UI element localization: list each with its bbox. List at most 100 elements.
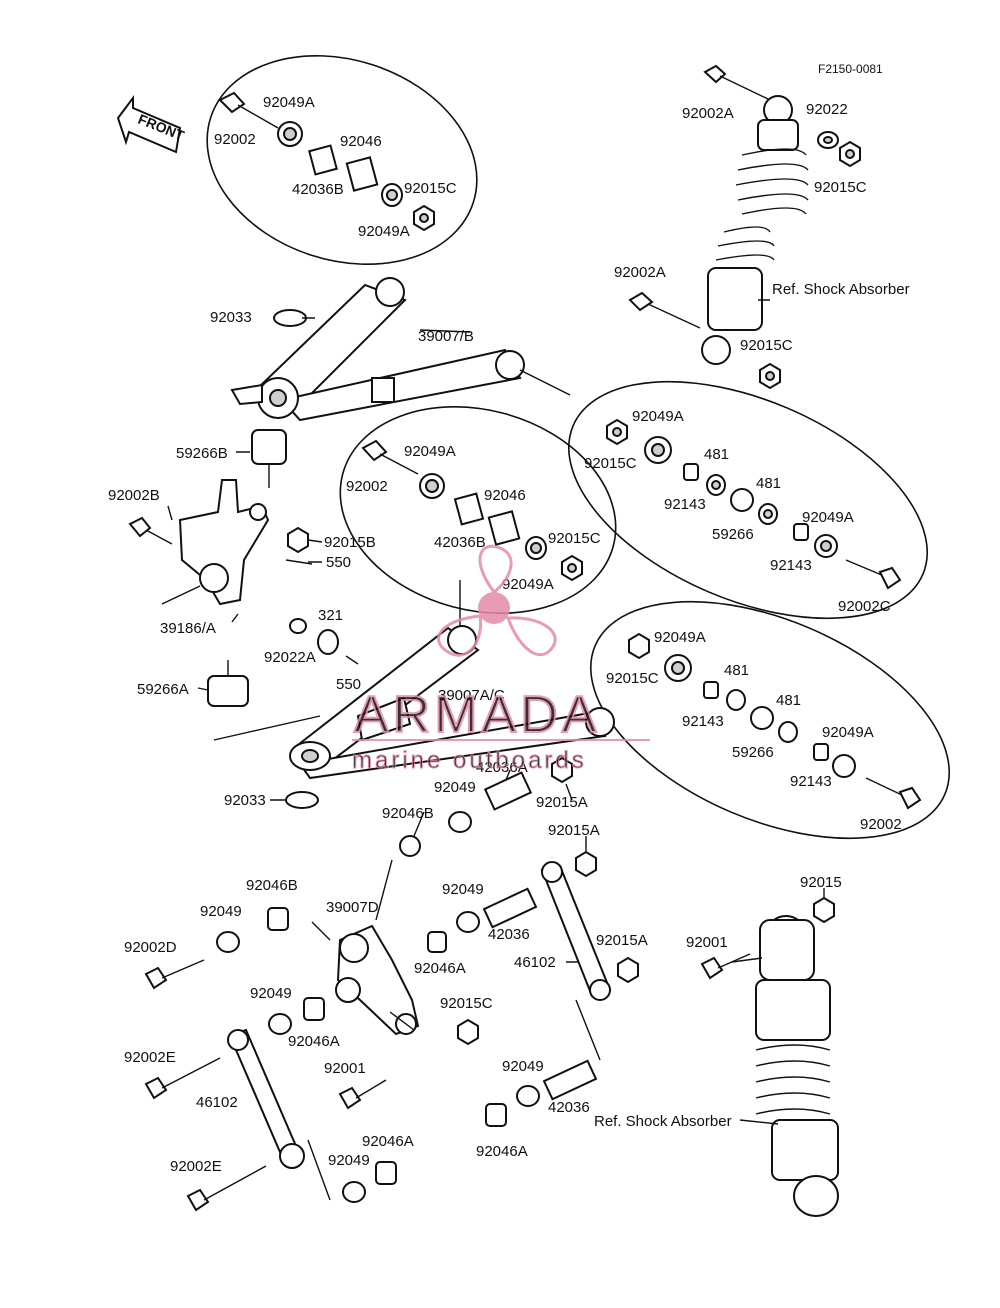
label-92015A: 92015A — [596, 932, 648, 949]
label-92002E: 92002E — [124, 1049, 176, 1066]
label-92049: 92049 — [200, 903, 242, 920]
label-92002: 92002 — [346, 478, 388, 495]
knuckle-39186A — [161, 479, 270, 606]
bushing-92049-4 — [268, 1013, 292, 1035]
label-92049: 92049 — [250, 985, 292, 1002]
nut-92015C-oval2 — [606, 418, 628, 446]
bolt-92002A-shock-bottom — [628, 291, 701, 329]
label-481: 481 — [724, 662, 749, 679]
nut-92015C-upper — [413, 204, 435, 232]
label-92049: 92049 — [442, 881, 484, 898]
label-92015C: 92015C — [440, 995, 493, 1012]
link-46102-right — [540, 861, 612, 1001]
label-42036A: 42036A — [476, 759, 528, 776]
nut-92015C-lower — [561, 554, 583, 582]
label-92002A: 92002A — [614, 264, 666, 281]
label-92015C: 92015C — [404, 180, 457, 197]
bolt-92002-oval4 — [865, 777, 922, 810]
bushing-59266-oval4 — [750, 706, 774, 730]
label-92143: 92143 — [682, 713, 724, 730]
label-92049A: 92049A — [502, 576, 554, 593]
collar-42036B-lower — [453, 492, 485, 526]
label-92002D: 92002D — [124, 939, 177, 956]
lower-a-arm-39007AC — [289, 625, 615, 780]
sleeve-92143-oval4-1 — [703, 681, 719, 699]
label-92049A: 92049A — [404, 443, 456, 460]
label-92015C: 92015C — [814, 179, 867, 196]
bushing-92049-5 — [516, 1085, 540, 1107]
bolt-92002A-shock-top — [703, 64, 771, 101]
sleeve-92046-upper — [345, 156, 379, 192]
label-92046B: 92046B — [246, 877, 298, 894]
ball-joint-59266B — [251, 429, 287, 488]
label-39007AC: 39007A/C — [438, 687, 505, 704]
sleeve-92046B-2 — [267, 907, 289, 931]
diagram-code: F2150-0081 — [818, 62, 883, 76]
collar-42036B-upper — [308, 144, 338, 176]
bolt-92001-lower — [338, 1079, 387, 1110]
nut-92015C-oval4 — [628, 632, 650, 660]
ball-joint-59266A — [207, 660, 249, 707]
bolt-92002B — [128, 516, 173, 545]
sleeve-92143-oval4-2 — [813, 743, 829, 761]
label-92015C: 92015C — [548, 530, 601, 547]
label-92002B: 92002B — [108, 487, 160, 504]
washer-92022 — [817, 131, 839, 149]
bolt-92002-upper — [218, 91, 279, 129]
seal-481-oval2-1 — [706, 474, 726, 496]
nut-92015C-shock-bottom — [759, 362, 781, 390]
label-321: 321 — [318, 607, 343, 624]
armada-watermark: ARMADA marine outboards — [352, 544, 650, 775]
label-92049A: 92049A — [802, 509, 854, 526]
collar-42036-1 — [482, 887, 538, 929]
sleeve-92046B-1 — [399, 835, 421, 857]
label-92049A: 92049A — [358, 223, 410, 240]
label-481: 481 — [704, 446, 729, 463]
lower-arm-bushing-oval-rear — [589, 600, 951, 840]
bushing-92049-1 — [448, 811, 472, 833]
nut-92015C-shock-top — [839, 140, 861, 168]
label-39007D: 39007D — [326, 899, 379, 916]
upper-arm-bushing-oval-front — [206, 54, 478, 266]
bushing-92049A-upper-2 — [381, 183, 403, 207]
bolt-92001-right — [700, 953, 751, 980]
label-92015B: 92015B — [324, 534, 376, 551]
sleeve-92046A-2 — [303, 997, 325, 1021]
label-92046A: 92046A — [362, 1133, 414, 1150]
label-92002: 92002 — [214, 131, 256, 148]
label-59266: 59266 — [732, 744, 774, 761]
label-92143: 92143 — [770, 557, 812, 574]
label-550: 550 — [326, 554, 351, 571]
bolt-92002E-upper — [144, 1057, 221, 1100]
label-92033: 92033 — [224, 792, 266, 809]
label-92143: 92143 — [790, 773, 832, 790]
label-59266: 59266 — [712, 526, 754, 543]
front-arrow-icon: FRONT — [116, 95, 187, 154]
label-92002: 92002 — [860, 816, 902, 833]
label-39186A: 39186/A — [160, 620, 216, 637]
label-92046: 92046 — [484, 487, 526, 504]
propeller-logo-icon — [437, 544, 557, 657]
label-ref-shock-absorber: Ref. Shock Absorber — [772, 281, 910, 298]
bolt-92002D — [144, 959, 205, 990]
label-92046A: 92046A — [476, 1143, 528, 1160]
sleeve-92046A-3 — [485, 1103, 507, 1127]
bushing-92049A-oval2-1 — [644, 436, 672, 464]
label-92015C: 92015C — [740, 337, 793, 354]
label-59266B: 59266B — [176, 445, 228, 462]
nut-92015A-2 — [575, 850, 597, 878]
label-92046B: 92046B — [382, 805, 434, 822]
nut-92015A-3 — [617, 956, 639, 984]
label-92015A: 92015A — [536, 794, 588, 811]
label-92049: 92049 — [502, 1058, 544, 1075]
label-42036: 42036 — [488, 926, 530, 943]
label-ref-shock-absorber: Ref. Shock Absorber — [594, 1113, 732, 1130]
label-92022A: 92022A — [264, 649, 316, 666]
clip-92033-lower — [285, 791, 319, 809]
bolt-92002E-lower — [186, 1165, 267, 1212]
link-46102-left — [227, 1028, 305, 1169]
collar-42036A — [483, 771, 533, 811]
label-92046: 92046 — [340, 133, 382, 150]
bushing-59266-oval2 — [730, 488, 754, 512]
